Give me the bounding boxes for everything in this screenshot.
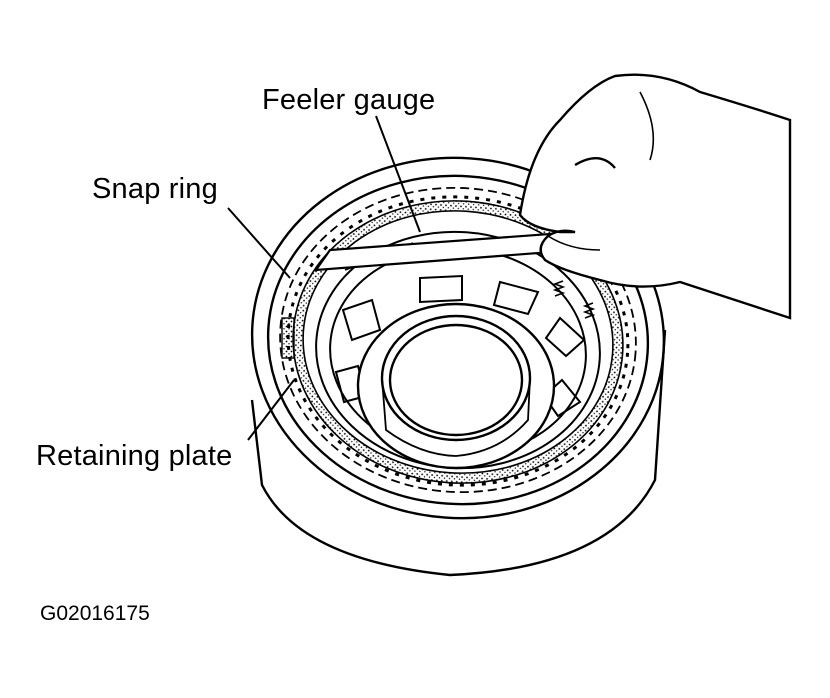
clutch-plates [279,186,637,494]
retaining-plate-label: Retaining plate [36,440,233,472]
hand [518,73,792,320]
leader-lines [227,115,421,441]
drum-hub [356,302,556,470]
snap-ring-label: Snap ring [92,173,218,205]
feeler-gauge-label: Feeler gauge [262,84,436,116]
feeler-gauge-leader [375,115,421,233]
snap-ring [281,200,624,484]
snap-ring-leader [227,207,291,279]
clutch-drum [250,156,667,577]
figure-code: G02016175 [40,602,150,625]
retaining-plate-leader [247,379,295,441]
